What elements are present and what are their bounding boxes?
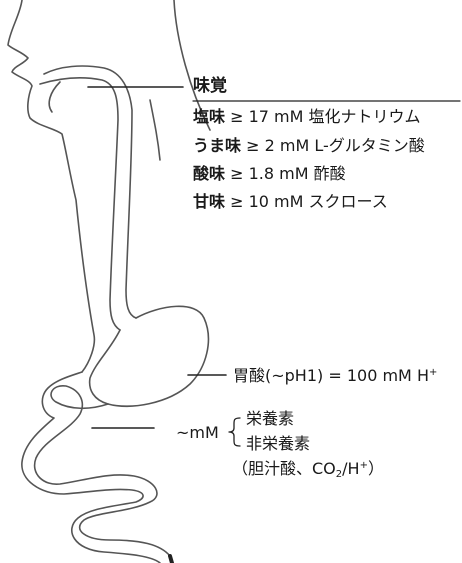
esophagus-outer [44,66,136,318]
taste-threshold: ≥ 17 mM 塩化ナトリウム [225,107,421,126]
bile-mid: /H [342,459,359,478]
esophagus-inner [40,78,120,330]
intestine-inner [22,372,160,563]
taste-row-umami: うま味 ≥ 2 mM L-グルタミン酸 [193,136,425,156]
throat-line-2 [49,82,60,112]
curly-brace [229,418,240,446]
intestine-end [170,556,172,563]
stomach-acid-label: 胃酸(~pH1) = 100 mM H+ [233,366,437,386]
non-nutrients-label: 非栄養素 [246,434,310,454]
taste-name: うま味 [193,136,241,155]
taste-name: 塩味 [193,107,225,126]
bile-acid-label: （胆汁酸、CO2/H+） [232,459,384,479]
intestine-concentration-label: ~mM [176,423,219,443]
nutrients-label: 栄養素 [246,409,294,429]
taste-row-salty: 塩味 ≥ 17 mM 塩化ナトリウム [193,107,421,127]
throat-line [150,100,160,160]
taste-threshold: ≥ 1.8 mM 酢酸 [225,164,346,183]
stomach-outline [90,306,209,406]
stomach-acid-superscript: + [429,367,437,378]
taste-row-sour: 酸味 ≥ 1.8 mM 酢酸 [193,164,346,184]
taste-name: 甘味 [193,192,225,211]
taste-name: 酸味 [193,164,225,183]
taste-title: 味覚 [193,76,227,96]
intestine-outline [35,386,170,556]
bile-suffix: ） [368,459,384,478]
taste-row-sweet: 甘味 ≥ 10 mM スクロース [193,192,388,212]
face-profile-outline [8,0,94,372]
bile-superscript: + [360,460,368,471]
bile-prefix: （胆汁酸、CO [232,459,336,478]
stomach-acid-text: 胃酸(~pH1) = 100 mM H [233,366,429,385]
taste-threshold: ≥ 2 mM L-グルタミン酸 [241,136,425,155]
taste-threshold: ≥ 10 mM スクロース [225,192,388,211]
